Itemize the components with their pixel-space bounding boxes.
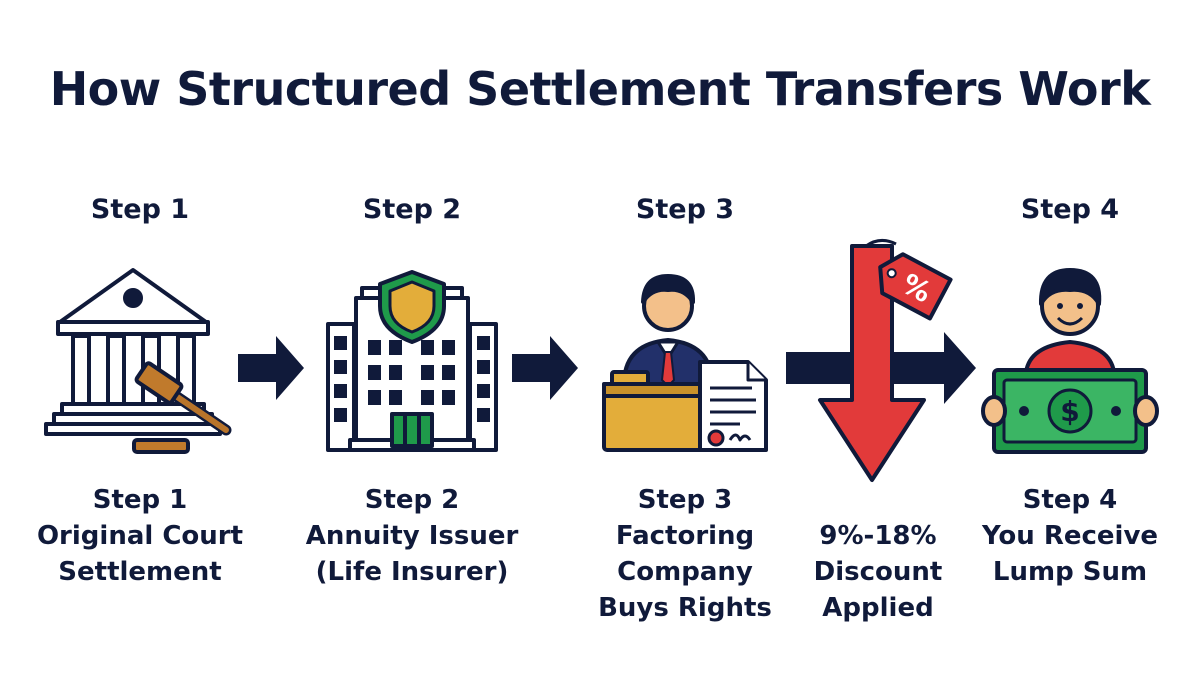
step-4-caption-line: Step 4 bbox=[1022, 485, 1118, 515]
discount-caption: 9%-18% Discount Applied bbox=[748, 518, 1008, 626]
discount-caption-line: Applied bbox=[822, 593, 934, 623]
step-3-caption-line: Buys Rights bbox=[598, 593, 772, 623]
step-1-caption: Step 1 Original Court Settlement bbox=[10, 482, 270, 590]
discount-caption-line: 9%-18% bbox=[819, 521, 937, 551]
insurance-building-icon bbox=[326, 270, 498, 452]
step-3-caption-line: Step 3 bbox=[637, 485, 733, 515]
step-3-header: Step 3 bbox=[635, 194, 735, 225]
step-1-caption-line: Settlement bbox=[58, 557, 222, 587]
step-3-caption-line: Factoring bbox=[615, 521, 755, 551]
dollar-sign: $ bbox=[1060, 395, 1079, 428]
step-3-caption: Step 3 Factoring Company Buys Rights bbox=[555, 482, 815, 626]
courthouse-gavel-icon bbox=[44, 268, 232, 454]
step-1-caption-line: Original Court bbox=[36, 521, 244, 551]
step-1-caption-line: Step 1 bbox=[92, 485, 188, 515]
step-2-caption-line: Step 2 bbox=[364, 485, 460, 515]
step-2-caption: Step 2 Annuity Issuer (Life Insurer) bbox=[282, 482, 542, 590]
step-4-caption: Step 4 You Receive Lump Sum bbox=[940, 482, 1200, 590]
step-3-caption-line: Company bbox=[617, 557, 753, 587]
step-4-header: Step 4 bbox=[1020, 194, 1120, 225]
businessman-contract-icon bbox=[602, 274, 768, 452]
step-2-header: Step 2 bbox=[362, 194, 462, 225]
flow-arrow-2 bbox=[512, 336, 578, 400]
step-1-header: Step 1 bbox=[90, 194, 190, 225]
step-4-caption-line: You Receive bbox=[981, 521, 1159, 551]
discount-caption-line: Discount bbox=[813, 557, 943, 587]
red-down-arrow-price-tag-icon: % bbox=[818, 239, 953, 482]
page-title: How Structured Settlement Transfers Work bbox=[49, 62, 1151, 116]
person-cash-icon: $ bbox=[981, 268, 1159, 454]
step-4-caption-line: Lump Sum bbox=[992, 557, 1148, 587]
step-2-caption-line: (Life Insurer) bbox=[315, 557, 509, 587]
step-2-caption-line: Annuity Issuer bbox=[305, 521, 519, 551]
flow-arrow-1 bbox=[238, 336, 304, 400]
